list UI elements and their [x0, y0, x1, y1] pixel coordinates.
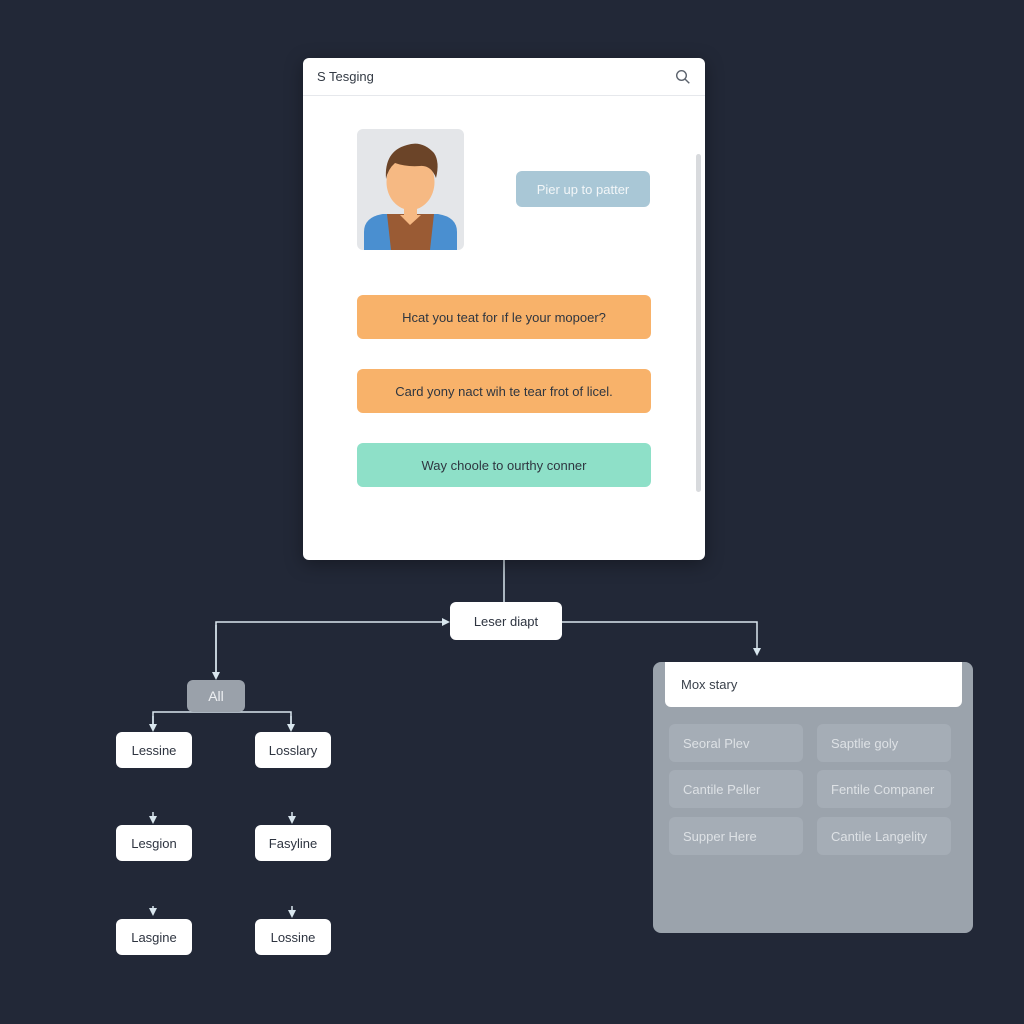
connector-center-to-panel	[562, 621, 761, 656]
right-node-3[interactable]: Lossine	[255, 919, 331, 955]
left-node-1[interactable]: Lessine	[116, 732, 192, 768]
panel-item[interactable]: Fentile Companer	[817, 770, 951, 808]
window-title: S Tesging	[317, 69, 374, 84]
option-button-3[interactable]: Way choole to ourthy conner	[357, 443, 651, 487]
panel-item[interactable]: Cantile Peller	[669, 770, 803, 808]
story-panel: Mox stary Seoral Plev Saptlie goly Canti…	[653, 662, 973, 933]
panel-header: Mox stary	[665, 662, 962, 707]
panel-item[interactable]: Saptlie goly	[817, 724, 951, 762]
scrollbar[interactable]	[696, 154, 701, 492]
panel-item[interactable]: Cantile Langelity	[817, 817, 951, 855]
right-node-2[interactable]: Fasyline	[255, 825, 331, 861]
connector-all-branch	[152, 711, 292, 728]
option-button-2[interactable]: Card yony nact wih te tear frot of licel…	[357, 369, 651, 413]
center-node[interactable]: Leser diapt	[450, 602, 562, 640]
panel-item[interactable]: Supper Here	[669, 817, 803, 855]
filter-all-button[interactable]: All	[187, 680, 245, 712]
search-icon[interactable]	[675, 69, 691, 85]
pill-button[interactable]: Pier up to patter	[516, 171, 650, 207]
left-node-2[interactable]: Lesgion	[116, 825, 192, 861]
connector-center-to-left	[215, 618, 450, 676]
left-node-3[interactable]: Lasgine	[116, 919, 192, 955]
person-avatar-icon	[357, 129, 464, 250]
chat-window: S Tesging Pier up to patter Hcat you tea…	[303, 58, 705, 560]
panel-item[interactable]: Seoral Plev	[669, 724, 803, 762]
option-button-1[interactable]: Hcat you teat for ıf le your mopoer?	[357, 295, 651, 339]
window-header: S Tesging	[303, 58, 705, 96]
right-node-1[interactable]: Losslary	[255, 732, 331, 768]
